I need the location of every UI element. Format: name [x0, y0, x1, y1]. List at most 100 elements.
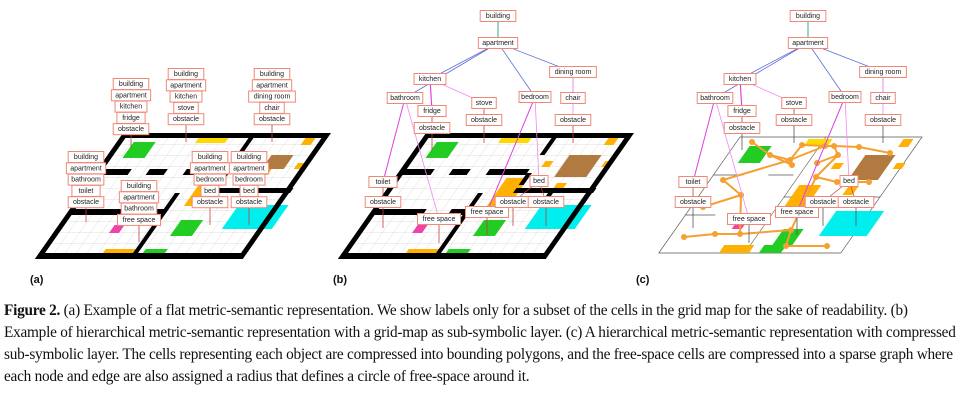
graph-node	[824, 243, 830, 249]
stack-label: toilet	[71, 184, 101, 197]
orange-polygon	[718, 245, 755, 253]
edge-bathroom-free_space_bath	[714, 97, 750, 220]
graph-edge	[683, 233, 716, 238]
chair-cells	[541, 161, 554, 167]
fridge-cells	[122, 142, 156, 158]
stack-label-text: bed	[243, 188, 255, 195]
edge-bedroom-free_space_bed	[486, 96, 536, 213]
node-bedroom: bedroom	[828, 91, 862, 103]
stack-label-text: building	[174, 71, 198, 78]
node-obstacle-bed-2: obstacle	[527, 196, 565, 208]
stack-label: obstacle	[167, 113, 205, 126]
stack-label-text: toilet	[79, 188, 94, 195]
node-apartment-text: apartment	[482, 40, 514, 47]
edge-bedroom-free_space_bed	[796, 96, 846, 213]
node-stove-text: stove	[786, 100, 803, 107]
stack-label-text: apartment	[233, 165, 265, 172]
edge-apartment-bedroom	[807, 42, 846, 98]
chair-polygon	[842, 187, 859, 195]
stack-label: building	[112, 78, 150, 90]
stack-label: obstacle	[230, 196, 268, 209]
node-bedroom-text: bedroom	[521, 94, 549, 101]
node-obstacle-fridge-text: obstacle	[419, 125, 445, 132]
graph-edge	[815, 176, 838, 183]
node-free-space-bed-text: free space	[471, 209, 504, 216]
node-obstacle-stove: obstacle	[465, 114, 503, 126]
node-obstacle-bed-2-text: obstacle	[843, 199, 869, 206]
stack-label: apartment	[228, 162, 270, 175]
stack-label: dining room	[248, 90, 296, 103]
node-obstacle-chair: obstacle	[554, 114, 592, 126]
stack-label: bathroom	[120, 202, 158, 215]
graph-node	[712, 231, 718, 237]
caption-text: (a) Example of a flat metric-semantic re…	[4, 302, 956, 385]
counter-polygon	[781, 185, 822, 211]
stack-label: bedroom	[232, 173, 266, 186]
node-obstacle-stove: obstacle	[775, 114, 813, 126]
stack-label: obstacle	[253, 113, 291, 126]
graph-node	[783, 243, 789, 249]
node-apartment: apartment	[787, 37, 829, 49]
chair-cells	[603, 137, 620, 145]
stack-label-text: bathroom	[71, 177, 101, 184]
stack-label: kitchen	[169, 90, 203, 103]
node-chair-text: chair	[565, 95, 581, 102]
node-toilet: toilet	[368, 176, 398, 188]
table-cells	[261, 155, 294, 169]
node-bed: bed	[839, 175, 859, 187]
node-bedroom: bedroom	[518, 91, 552, 103]
node-free-space-bath: free space	[727, 213, 771, 225]
free-space-graph-c	[681, 139, 893, 249]
stack-label: bedroom	[193, 173, 227, 186]
node-obstacle-bed-2: obstacle	[837, 196, 875, 208]
graph-edge	[858, 146, 891, 154]
graph-edge	[722, 179, 742, 196]
graph-node	[799, 142, 805, 148]
graph-node	[887, 150, 893, 156]
node-obstacle-fridge: obstacle	[723, 122, 761, 134]
stack-label: building	[253, 68, 291, 80]
stack-label: obstacle	[112, 123, 150, 136]
edge-bathroom-toilet	[382, 97, 406, 183]
graph-node	[788, 227, 794, 233]
graph-node	[720, 177, 726, 183]
node-obstacle-chair-text: obstacle	[870, 117, 896, 124]
stack-label: apartment	[110, 89, 152, 102]
node-obstacle-bed-2-text: obstacle	[533, 199, 559, 206]
stack-label-text: free space	[123, 217, 156, 224]
edge-bedroom-bed	[534, 96, 540, 182]
node-obstacle-stove-text: obstacle	[781, 117, 807, 124]
stack-label-text: building	[237, 154, 261, 161]
node-free-space-bath-text: free space	[733, 216, 766, 223]
graph-node	[856, 144, 862, 150]
chair-polygon	[830, 163, 844, 169]
panel-tag-c: (c)	[636, 274, 650, 286]
graph-node	[831, 143, 837, 149]
node-kitchen-text: kitchen	[729, 76, 751, 83]
stack-label: building	[67, 151, 105, 163]
graph-edge	[751, 141, 771, 156]
node-obstacle-bed-1: obstacle	[804, 196, 842, 208]
node-fridge: fridge	[417, 105, 447, 117]
stack-label-text: kitchen	[175, 94, 197, 101]
stack-label-text: bathroom	[124, 206, 154, 213]
stack-label: chair	[259, 101, 285, 114]
graph-node	[813, 174, 819, 180]
graph-node	[835, 152, 841, 158]
node-bathroom: bathroom	[696, 92, 734, 104]
graph-node	[681, 234, 687, 240]
stack-label-text: obstacle	[236, 199, 262, 206]
graph-node	[789, 162, 795, 168]
node-free-space-bed: free space	[775, 206, 819, 218]
stack-label-text: kitchen	[120, 104, 142, 111]
panel-tag-b: (b)	[333, 274, 347, 286]
toilet-cells	[109, 225, 125, 233]
stack-label-text: obstacle	[118, 126, 144, 133]
stack-label: apartment	[65, 162, 107, 175]
panel-tag-a: (a)	[30, 274, 44, 286]
node-free-space-bed: free space	[465, 206, 509, 218]
stack-label: obstacle	[67, 196, 105, 209]
stack-label: bathroom	[67, 173, 105, 186]
node-chair-text: chair	[875, 95, 891, 102]
